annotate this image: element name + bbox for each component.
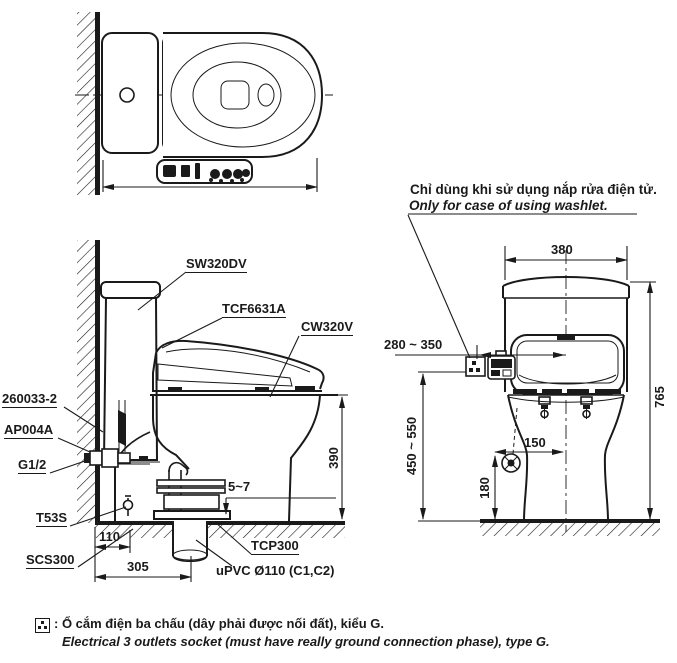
washlet-note-vi: Chỉ dùng khi sử dụng nắp rửa điện tử. [410, 182, 657, 197]
side-supply-assembly [84, 400, 131, 468]
dim-flange-clearance: 5~7 [228, 479, 251, 494]
plan-tank [101, 32, 159, 154]
plan-seat-inner [192, 61, 282, 129]
side-washlet [152, 339, 325, 392]
label-flange: TCP300 [251, 538, 299, 556]
washlet-note-en: Only for case of using washlet. [409, 198, 608, 213]
dim-socket-height-range: 450 ~ 550 [403, 416, 419, 476]
dim-valve-height: 180 [476, 477, 492, 499]
label-supply-hose: 260033-2 [2, 391, 57, 409]
legend-socket-en: Electrical 3 outlets socket (must have r… [62, 634, 550, 649]
wall-hatch [77, 12, 95, 195]
side-leader-lines [49, 271, 300, 568]
label-drain-pipe: uPVC Ø110 (C1,C2) [216, 563, 335, 578]
plan-control-panel [156, 159, 253, 184]
front-dimensions [395, 246, 658, 522]
dim-tank-width: 380 [551, 242, 573, 257]
washlet-note-leader [407, 214, 471, 359]
wall-hatch [77, 240, 95, 523]
label-floor-fixture: T53S [36, 510, 68, 528]
floor-line [480, 519, 660, 523]
label-supply-kit: SCS300 [26, 552, 75, 570]
dim-drain-from-wall: 305 [127, 559, 149, 574]
front-socket-icon [465, 356, 486, 377]
floor-line [95, 521, 172, 525]
dim-rim-height: 390 [325, 447, 341, 469]
label-washlet-lid: TCF6631A [222, 301, 286, 319]
dim-valve-from-wall: 110 [99, 529, 120, 544]
plan-depth-dimension [102, 158, 318, 192]
plan-seat-outer [170, 42, 316, 148]
label-thread: G1/2 [18, 457, 47, 475]
legend-socket-vi: : Ổ cắm điện ba chấu (dây phải được nối … [54, 616, 384, 631]
wall-line [95, 12, 100, 195]
front-pedestal [507, 394, 625, 522]
front-view [395, 213, 660, 536]
wall-line [95, 240, 100, 523]
front-washlet [510, 334, 625, 395]
dim-socket-side-range: 280 ~ 350 [384, 337, 443, 352]
dim-total-height: 765 [651, 386, 667, 408]
front-supply-valve [501, 407, 521, 473]
side-dimensions [94, 394, 348, 582]
side-floor-fixture [122, 495, 134, 516]
side-trap-and-drain [153, 461, 231, 563]
label-bowl: CW320V [301, 319, 354, 337]
label-tank: SW320DV [186, 256, 247, 274]
dim-valve-offset: 150 [524, 435, 546, 450]
plan-view [75, 12, 333, 195]
plan-lid-outline [163, 32, 324, 158]
plan-supply-hole [119, 87, 135, 103]
label-stop-valve: AP004A [4, 422, 54, 440]
side-tank [100, 281, 161, 463]
front-remote-control [487, 350, 516, 380]
front-mount-bolts [538, 396, 593, 419]
socket-icon [35, 618, 50, 633]
side-view [49, 240, 348, 582]
